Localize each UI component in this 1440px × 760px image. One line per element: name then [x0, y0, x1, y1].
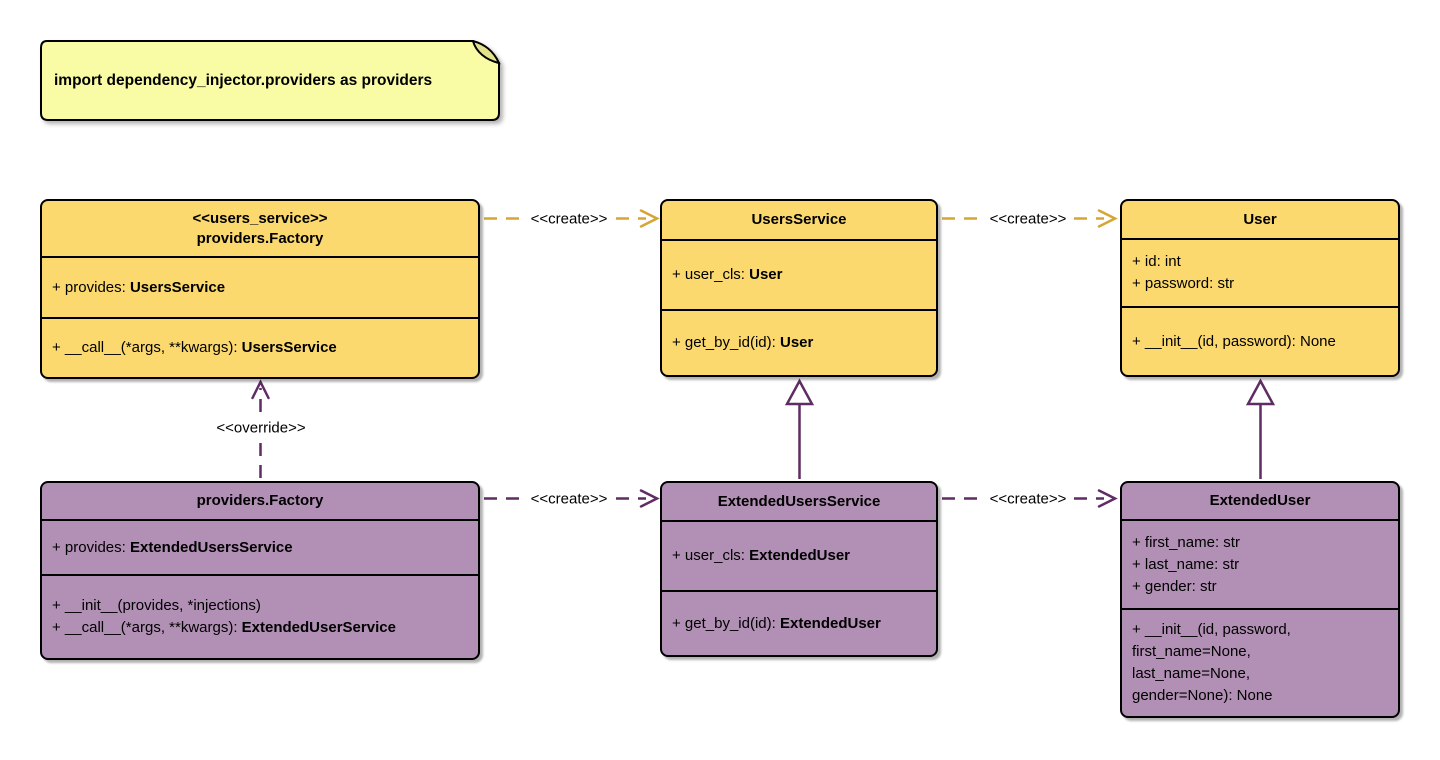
member-line: + __init__(id, password, — [1132, 621, 1291, 638]
class-attributes: + provides: ExtendedUsersService — [42, 519, 478, 574]
class-attributes: + id: int + password: str — [1122, 238, 1398, 306]
class-usersservice: UsersService + user_cls: User + get_by_i… — [660, 199, 938, 377]
member-line: + gender: str — [1132, 577, 1217, 595]
member-line: + provides: ExtendedUsersService — [52, 538, 293, 556]
class-user: User + id: int + password: str + __init__… — [1120, 199, 1400, 377]
member-line: + password: str — [1132, 275, 1235, 292]
class-providers-factory-extended: providers.Factory + provides: ExtendedUs… — [40, 481, 480, 660]
class-name: UsersService — [751, 211, 847, 228]
class-attributes: + user_cls: ExtendedUser — [662, 520, 936, 590]
class-attributes: + provides: UsersService — [42, 256, 478, 317]
edge-label-create: <<create>> — [984, 210, 1072, 228]
note-shape — [40, 40, 501, 121]
edge-label-override: <<override>> — [211, 419, 311, 437]
edge-label-create: <<create>> — [525, 490, 613, 508]
class-methods: + get_by_id(id): ExtendedUser — [662, 590, 936, 655]
class-name: providers.Factory — [196, 229, 324, 247]
member-line: first_name=None, — [1132, 643, 1251, 660]
member-line: + __call__(*args, **kwargs): ExtendedUse… — [52, 619, 396, 636]
class-methods: + __call__(*args, **kwargs): UsersServic… — [42, 317, 478, 377]
member-line: last_name=None, — [1132, 665, 1250, 682]
member-line: + user_cls: User — [672, 266, 783, 283]
class-methods: + get_by_id(id): User — [662, 309, 936, 375]
class-title: providers.Factory — [42, 483, 478, 519]
member-line: + id: int — [1132, 253, 1181, 270]
member-line: + get_by_id(id): User — [672, 334, 814, 351]
class-name: providers.Factory — [196, 492, 324, 509]
class-methods: + __init__(id, password): None — [1122, 306, 1398, 375]
member-line: + provides: UsersService — [52, 278, 226, 296]
class-stereotype: <<users_service>> — [192, 209, 328, 227]
member-line: gender=None): None — [1132, 687, 1273, 704]
class-extendedusersservice: ExtendedUsersService + user_cls: Extende… — [660, 481, 938, 657]
member-line: + __init__(id, password): None — [1132, 332, 1336, 350]
class-title: <<users_service>> providers.Factory — [42, 201, 478, 256]
edge-label-create: <<create>> — [984, 490, 1072, 508]
class-title: ExtendedUsersService — [662, 483, 936, 520]
class-providers-factory-users-service: <<users_service>> providers.Factory + pr… — [40, 199, 480, 379]
member-line: + get_by_id(id): ExtendedUser — [672, 614, 881, 632]
import-note: import dependency_injector.providers as … — [40, 40, 502, 122]
edge-inherit-extendeduser — [1245, 378, 1276, 479]
member-line: + __init__(provides, *injections) — [52, 597, 261, 614]
class-methods: + __init__(id, password, first_name=None,… — [1122, 608, 1398, 716]
class-name: ExtendedUsersService — [717, 492, 881, 510]
class-title: User — [1122, 201, 1398, 238]
member-line: + __call__(*args, **kwargs): UsersServic… — [52, 339, 337, 356]
member-line: + user_cls: ExtendedUser — [672, 547, 850, 564]
class-attributes: + user_cls: User — [662, 239, 936, 309]
class-name: User — [1243, 210, 1277, 228]
member-line: + last_name: str — [1132, 555, 1240, 573]
note-text: import dependency_injector.providers as … — [54, 72, 433, 89]
class-title: ExtendedUser — [1122, 483, 1398, 519]
edge-inherit-extendedusersservice — [784, 378, 815, 479]
class-name: ExtendedUser — [1209, 492, 1311, 509]
class-title: UsersService — [662, 201, 936, 239]
class-extendeduser: ExtendedUser + first_name: str + last_nam… — [1120, 481, 1400, 718]
class-methods: + __init__(provides, *injections) + __cal… — [42, 574, 478, 658]
edge-label-create: <<create>> — [525, 210, 613, 228]
class-attributes: + first_name: str + last_name: str + gende… — [1122, 519, 1398, 608]
member-line: + first_name: str — [1132, 533, 1240, 551]
